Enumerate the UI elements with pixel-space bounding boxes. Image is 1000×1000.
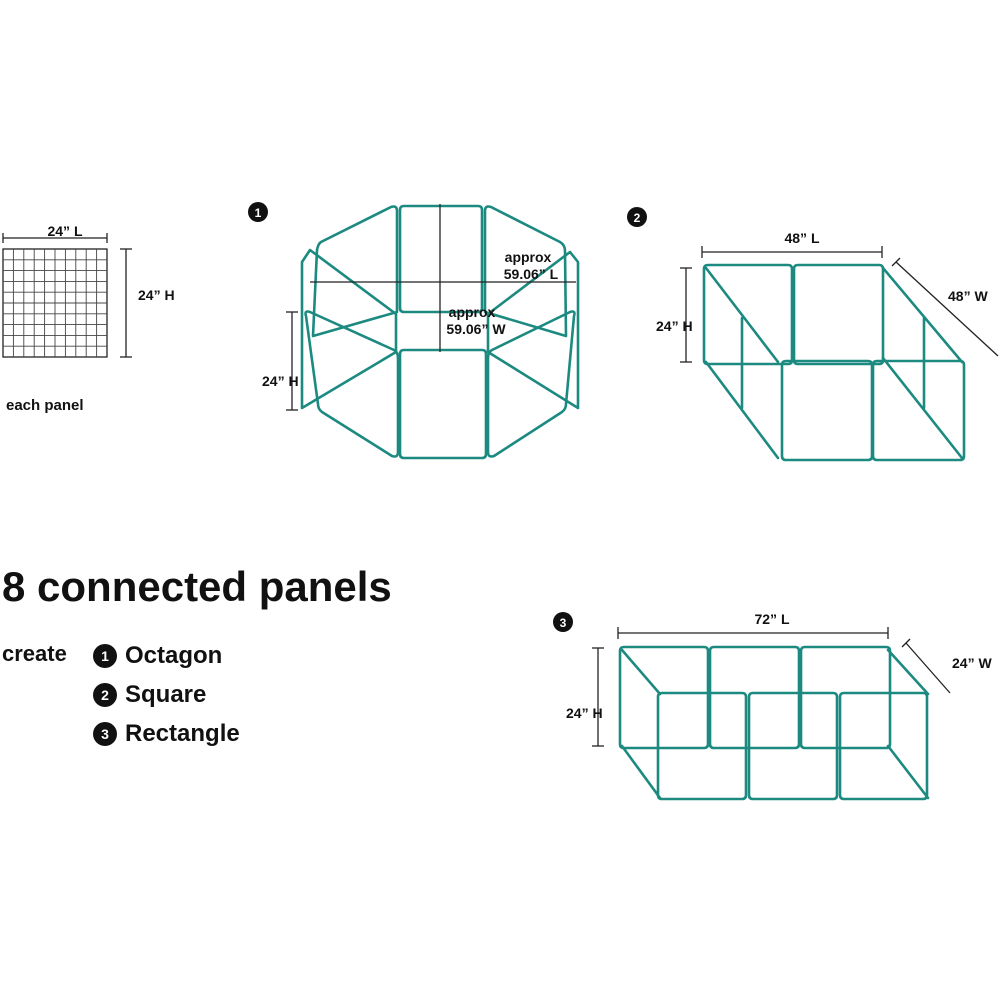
option-rectangle-label: Rectangle xyxy=(125,720,240,747)
rectangle-width-label: 24” W xyxy=(952,655,992,671)
option-octagon-number: 1 xyxy=(93,644,117,668)
option-rectangle: 3 Rectangle xyxy=(93,720,240,748)
rectangle-front-panel-3 xyxy=(838,691,929,801)
create-label: create xyxy=(2,641,67,666)
option-octagon: 1 Octagon xyxy=(93,642,222,670)
octagon-right-panel xyxy=(486,250,580,410)
octagon-badge xyxy=(248,202,268,222)
rectangle-left-end-top xyxy=(620,648,662,696)
rectangle-left-end-bottom xyxy=(620,744,662,800)
square-width-label: 48” W xyxy=(948,288,988,304)
octagon-figure: 1 approx 59.06” L approx 59.06” W 24” H xyxy=(248,202,580,460)
square-right-wall-top xyxy=(881,266,964,364)
option-square: 2 Square xyxy=(93,681,206,709)
headline: 8 connected panels xyxy=(2,563,392,610)
option-octagon-label: Octagon xyxy=(125,642,223,669)
option-square-label: Square xyxy=(125,681,207,708)
octagon-front-left-panel xyxy=(304,310,400,458)
octagon-badge-number: 1 xyxy=(255,206,262,220)
panel-length-label: 24” L xyxy=(47,223,82,239)
rectangle-height-label: 24” H xyxy=(566,705,603,721)
square-badge xyxy=(627,207,647,227)
single-panel-grid xyxy=(3,249,107,357)
rectangle-front-panel-1 xyxy=(656,691,748,801)
square-left-wall-top xyxy=(704,266,780,364)
rectangle-width-dim-line xyxy=(905,642,951,694)
rectangle-right-end-top xyxy=(886,648,930,696)
octagon-back-left-panel xyxy=(311,205,399,338)
option-rectangle-number: 3 xyxy=(93,722,117,746)
option-square-number: 2 xyxy=(93,683,117,707)
square-right-wall-bottom xyxy=(881,356,964,460)
rectangle-badge-number: 3 xyxy=(560,616,567,630)
octagon-front-panel xyxy=(398,348,488,460)
octagon-length-label-bottom: 59.06” L xyxy=(504,266,559,282)
octagon-front-right-panel xyxy=(486,310,576,458)
panel-caption: each panel xyxy=(6,397,84,414)
rectangle-right-end-bottom xyxy=(886,744,930,800)
square-front-panel-right xyxy=(871,359,966,462)
octagon-width-label-top: approx xyxy=(449,304,496,320)
octagon-width-label-bottom: 59.06” W xyxy=(446,321,506,337)
square-height-label: 24” H xyxy=(656,318,693,334)
panel-height-label: 24” H xyxy=(138,287,175,303)
rectangle-back-panel-3 xyxy=(799,645,892,750)
square-back-panel-left xyxy=(702,263,794,366)
single-panel-figure: 24” L 24” H each panel xyxy=(2,223,175,414)
square-front-panel-left xyxy=(780,359,874,462)
octagon-back-right-panel xyxy=(483,205,568,338)
octagon-height-label: 24” H xyxy=(262,373,299,389)
rectangle-front-panel-2 xyxy=(747,691,839,801)
octagon-back-panel xyxy=(398,204,484,314)
rectangle-back-panel-1 xyxy=(618,645,710,750)
square-badge-number: 2 xyxy=(634,211,641,225)
square-back-panel-right xyxy=(792,263,885,366)
square-length-label: 48” L xyxy=(784,230,819,246)
rectangle-back-panel-2 xyxy=(708,645,801,750)
rectangle-length-label: 72” L xyxy=(754,611,789,627)
square-left-wall-bottom xyxy=(704,360,780,460)
square-figure: 2 48” L 24” H 48” W xyxy=(627,207,999,462)
square-width-dim-line xyxy=(895,261,999,357)
rectangle-badge xyxy=(553,612,573,632)
octagon-length-label-top: approx xyxy=(505,249,552,265)
octagon-left-panel xyxy=(300,248,398,410)
rectangle-figure: 3 72” L 24” H 24” W xyxy=(553,611,992,801)
